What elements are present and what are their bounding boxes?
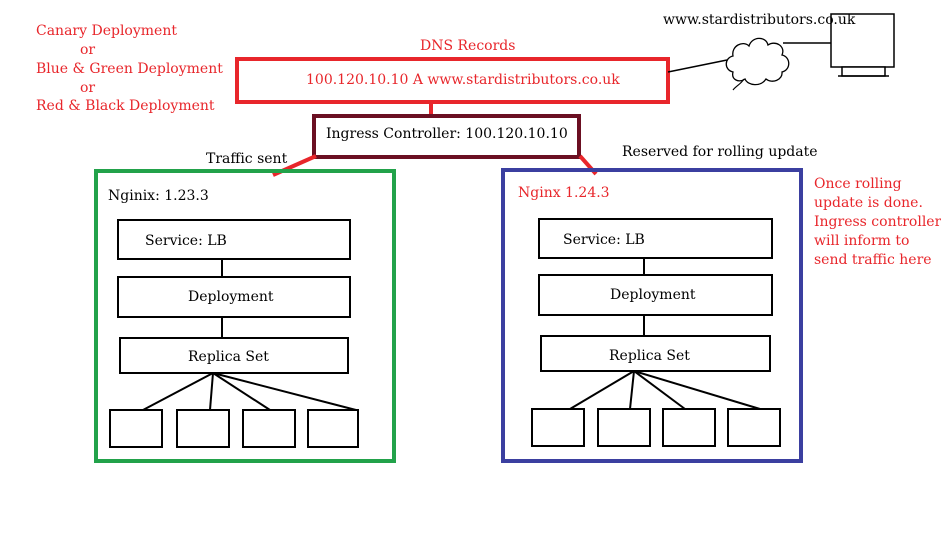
blue-service-label: Service: LB xyxy=(563,232,645,248)
strategy-or-2: or xyxy=(80,80,96,96)
blue-cluster-box xyxy=(501,168,803,463)
strategy-canary: Canary Deployment xyxy=(36,23,177,39)
green-pod-1 xyxy=(109,409,163,448)
green-pod-2 xyxy=(176,409,230,448)
blue-pod-4 xyxy=(727,408,781,447)
note-line-3: Ingress controller xyxy=(814,214,941,230)
traffic-sent-label: Traffic sent xyxy=(206,151,288,167)
note-line-5: send traffic here xyxy=(814,252,932,268)
blue-cluster-title: Nginx 1.24.3 xyxy=(518,185,610,201)
green-pod-link-2 xyxy=(209,372,214,411)
green-service-box xyxy=(117,219,351,260)
green-cluster-box xyxy=(94,169,396,463)
reserved-rolling-update-label: Reserved for rolling update xyxy=(622,144,818,160)
dns-record-entry: 100.120.10.10 A www.stardistributors.co.… xyxy=(306,72,620,88)
blue-deployment-label: Deployment xyxy=(610,287,696,303)
cloud-icon xyxy=(725,37,790,86)
green-cluster-title: Nginix: 1.23.3 xyxy=(108,188,209,204)
green-replicaset-box xyxy=(119,337,349,374)
green-service-label: Service: LB xyxy=(145,233,227,249)
blue-pod-link-2 xyxy=(629,370,635,410)
blue-pod-1 xyxy=(531,408,585,447)
strategy-blue-green: Blue & Green Deployment xyxy=(36,61,223,77)
green-pod-3 xyxy=(242,409,296,448)
green-deployment-box xyxy=(117,276,351,318)
website-url-label: www.stardistributors.co.uk xyxy=(663,12,856,28)
dns-to-cloud-line xyxy=(667,59,728,73)
monitor-stand-icon xyxy=(841,66,886,77)
note-line-1: Once rolling xyxy=(814,176,902,192)
green-replicaset-label: Replica Set xyxy=(188,349,269,365)
green-pod-link-3 xyxy=(212,372,271,411)
dns-records-title: DNS Records xyxy=(420,38,516,54)
green-deployment-label: Deployment xyxy=(188,289,274,305)
blue-pod-2 xyxy=(597,408,651,447)
blue-replicaset-label: Replica Set xyxy=(609,348,690,364)
ingress-controller-box xyxy=(312,114,581,159)
strategy-or-1: or xyxy=(80,42,96,58)
strategy-red-black: Red & Black Deployment xyxy=(36,98,215,114)
note-line-2: update is done. xyxy=(814,195,923,211)
blue-replicaset-box xyxy=(540,335,771,372)
green-pod-link-4 xyxy=(212,372,357,411)
blue-pod-link-3 xyxy=(633,370,686,410)
note-line-4: will inform to xyxy=(814,233,910,249)
dns-records-box xyxy=(235,57,670,104)
ingress-controller-label: Ingress Controller: 100.120.10.10 xyxy=(326,126,568,142)
blue-pod-3 xyxy=(662,408,716,447)
blue-pod-link-1 xyxy=(569,370,635,410)
blue-service-box xyxy=(538,218,773,259)
green-pod-4 xyxy=(307,409,359,448)
cloud-tail-icon xyxy=(732,78,745,91)
green-pod-link-1 xyxy=(142,372,214,411)
blue-deployment-box xyxy=(538,274,773,316)
blue-pod-link-4 xyxy=(633,370,761,410)
